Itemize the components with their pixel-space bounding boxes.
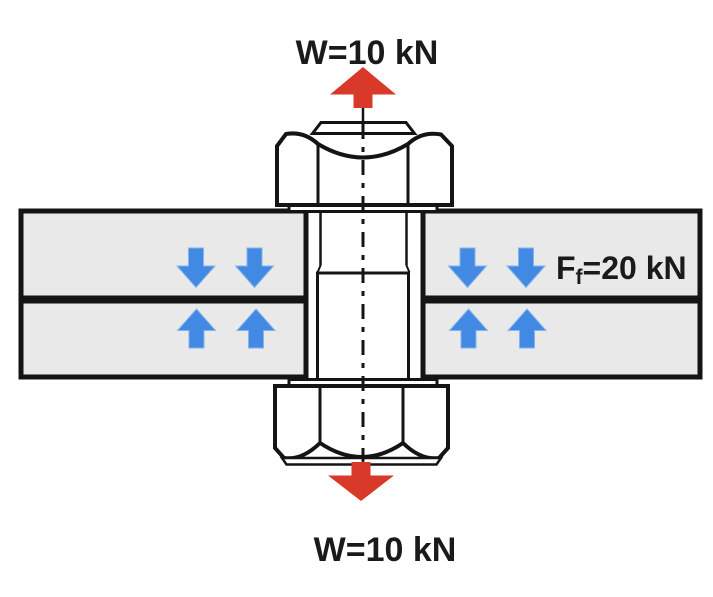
friction-arrow-down-icon [234,247,275,289]
thread-runout-chamfer-left [316,265,322,273]
hex-nut-bottom-chamfer [279,456,444,466]
friction-arrow-up-icon [506,308,548,349]
bottom-load-label: W=10 kN [314,531,457,569]
friction-arrow-up-icon [176,308,217,349]
friction-arrow-up-icon [235,308,277,349]
top-load-label: W=10 kN [296,34,439,72]
friction-symbol: F [556,250,576,286]
load-arrow-up-icon [330,67,396,108]
friction-arrow-down-icon [175,247,217,289]
friction-value: =20 kN [583,250,687,286]
friction-force-label: Ff=20 kN [556,250,687,289]
friction-arrows [175,247,548,349]
friction-arrow-up-icon [448,308,489,349]
friction-arrow-down-icon [447,247,488,289]
load-arrow-down-icon [328,462,394,501]
thread-runout-chamfer-right [405,265,411,273]
friction-arrow-down-icon [505,247,547,289]
top-plate-left-section [18,208,309,301]
friction-subscript: f [576,266,584,289]
